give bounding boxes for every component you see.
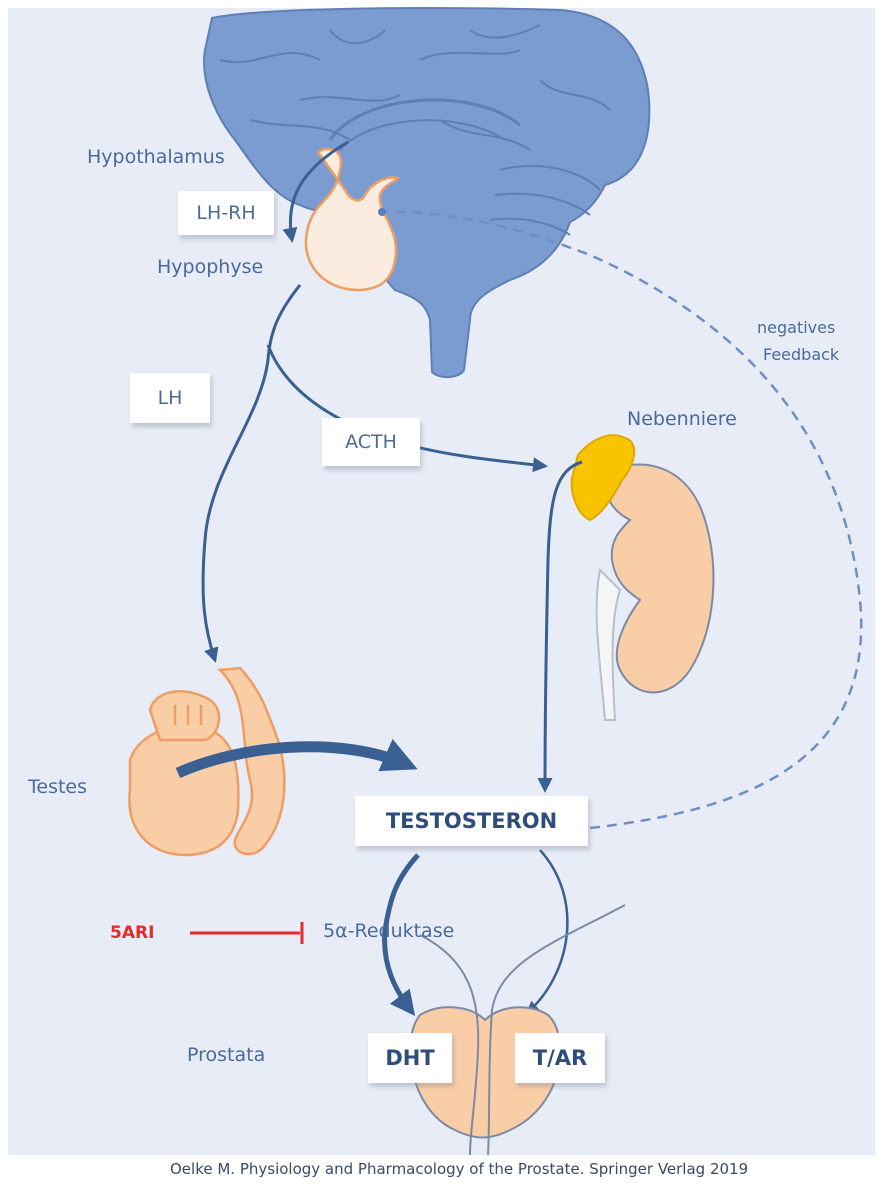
negatives-label: negatives bbox=[757, 318, 835, 337]
nebenniere-label: Nebenniere bbox=[627, 408, 737, 430]
lh-rh-box: LH-RH bbox=[178, 191, 274, 235]
testosteron-box: TESTOSTERON bbox=[355, 796, 588, 846]
dht-box: DHT bbox=[368, 1033, 452, 1083]
t-ar-box: T/AR bbox=[515, 1033, 605, 1083]
ari-label: 5ARI bbox=[110, 923, 154, 943]
citation: Oelke M. Physiology and Pharmacology of … bbox=[170, 1160, 748, 1178]
acth-box: ACTH bbox=[322, 418, 420, 466]
reduktase-label: 5α-Reduktase bbox=[323, 920, 454, 942]
kidney-illustration bbox=[572, 435, 714, 720]
testes-label: Testes bbox=[28, 776, 87, 798]
hypophyse-label: Hypophyse bbox=[157, 256, 263, 278]
hypothalamus-label: Hypothalamus bbox=[87, 146, 225, 168]
lh-box: LH bbox=[130, 373, 210, 423]
prostata-label: Prostata bbox=[187, 1044, 265, 1066]
feedback-label: Feedback bbox=[763, 345, 839, 364]
prostate-illustration bbox=[410, 905, 625, 1155]
